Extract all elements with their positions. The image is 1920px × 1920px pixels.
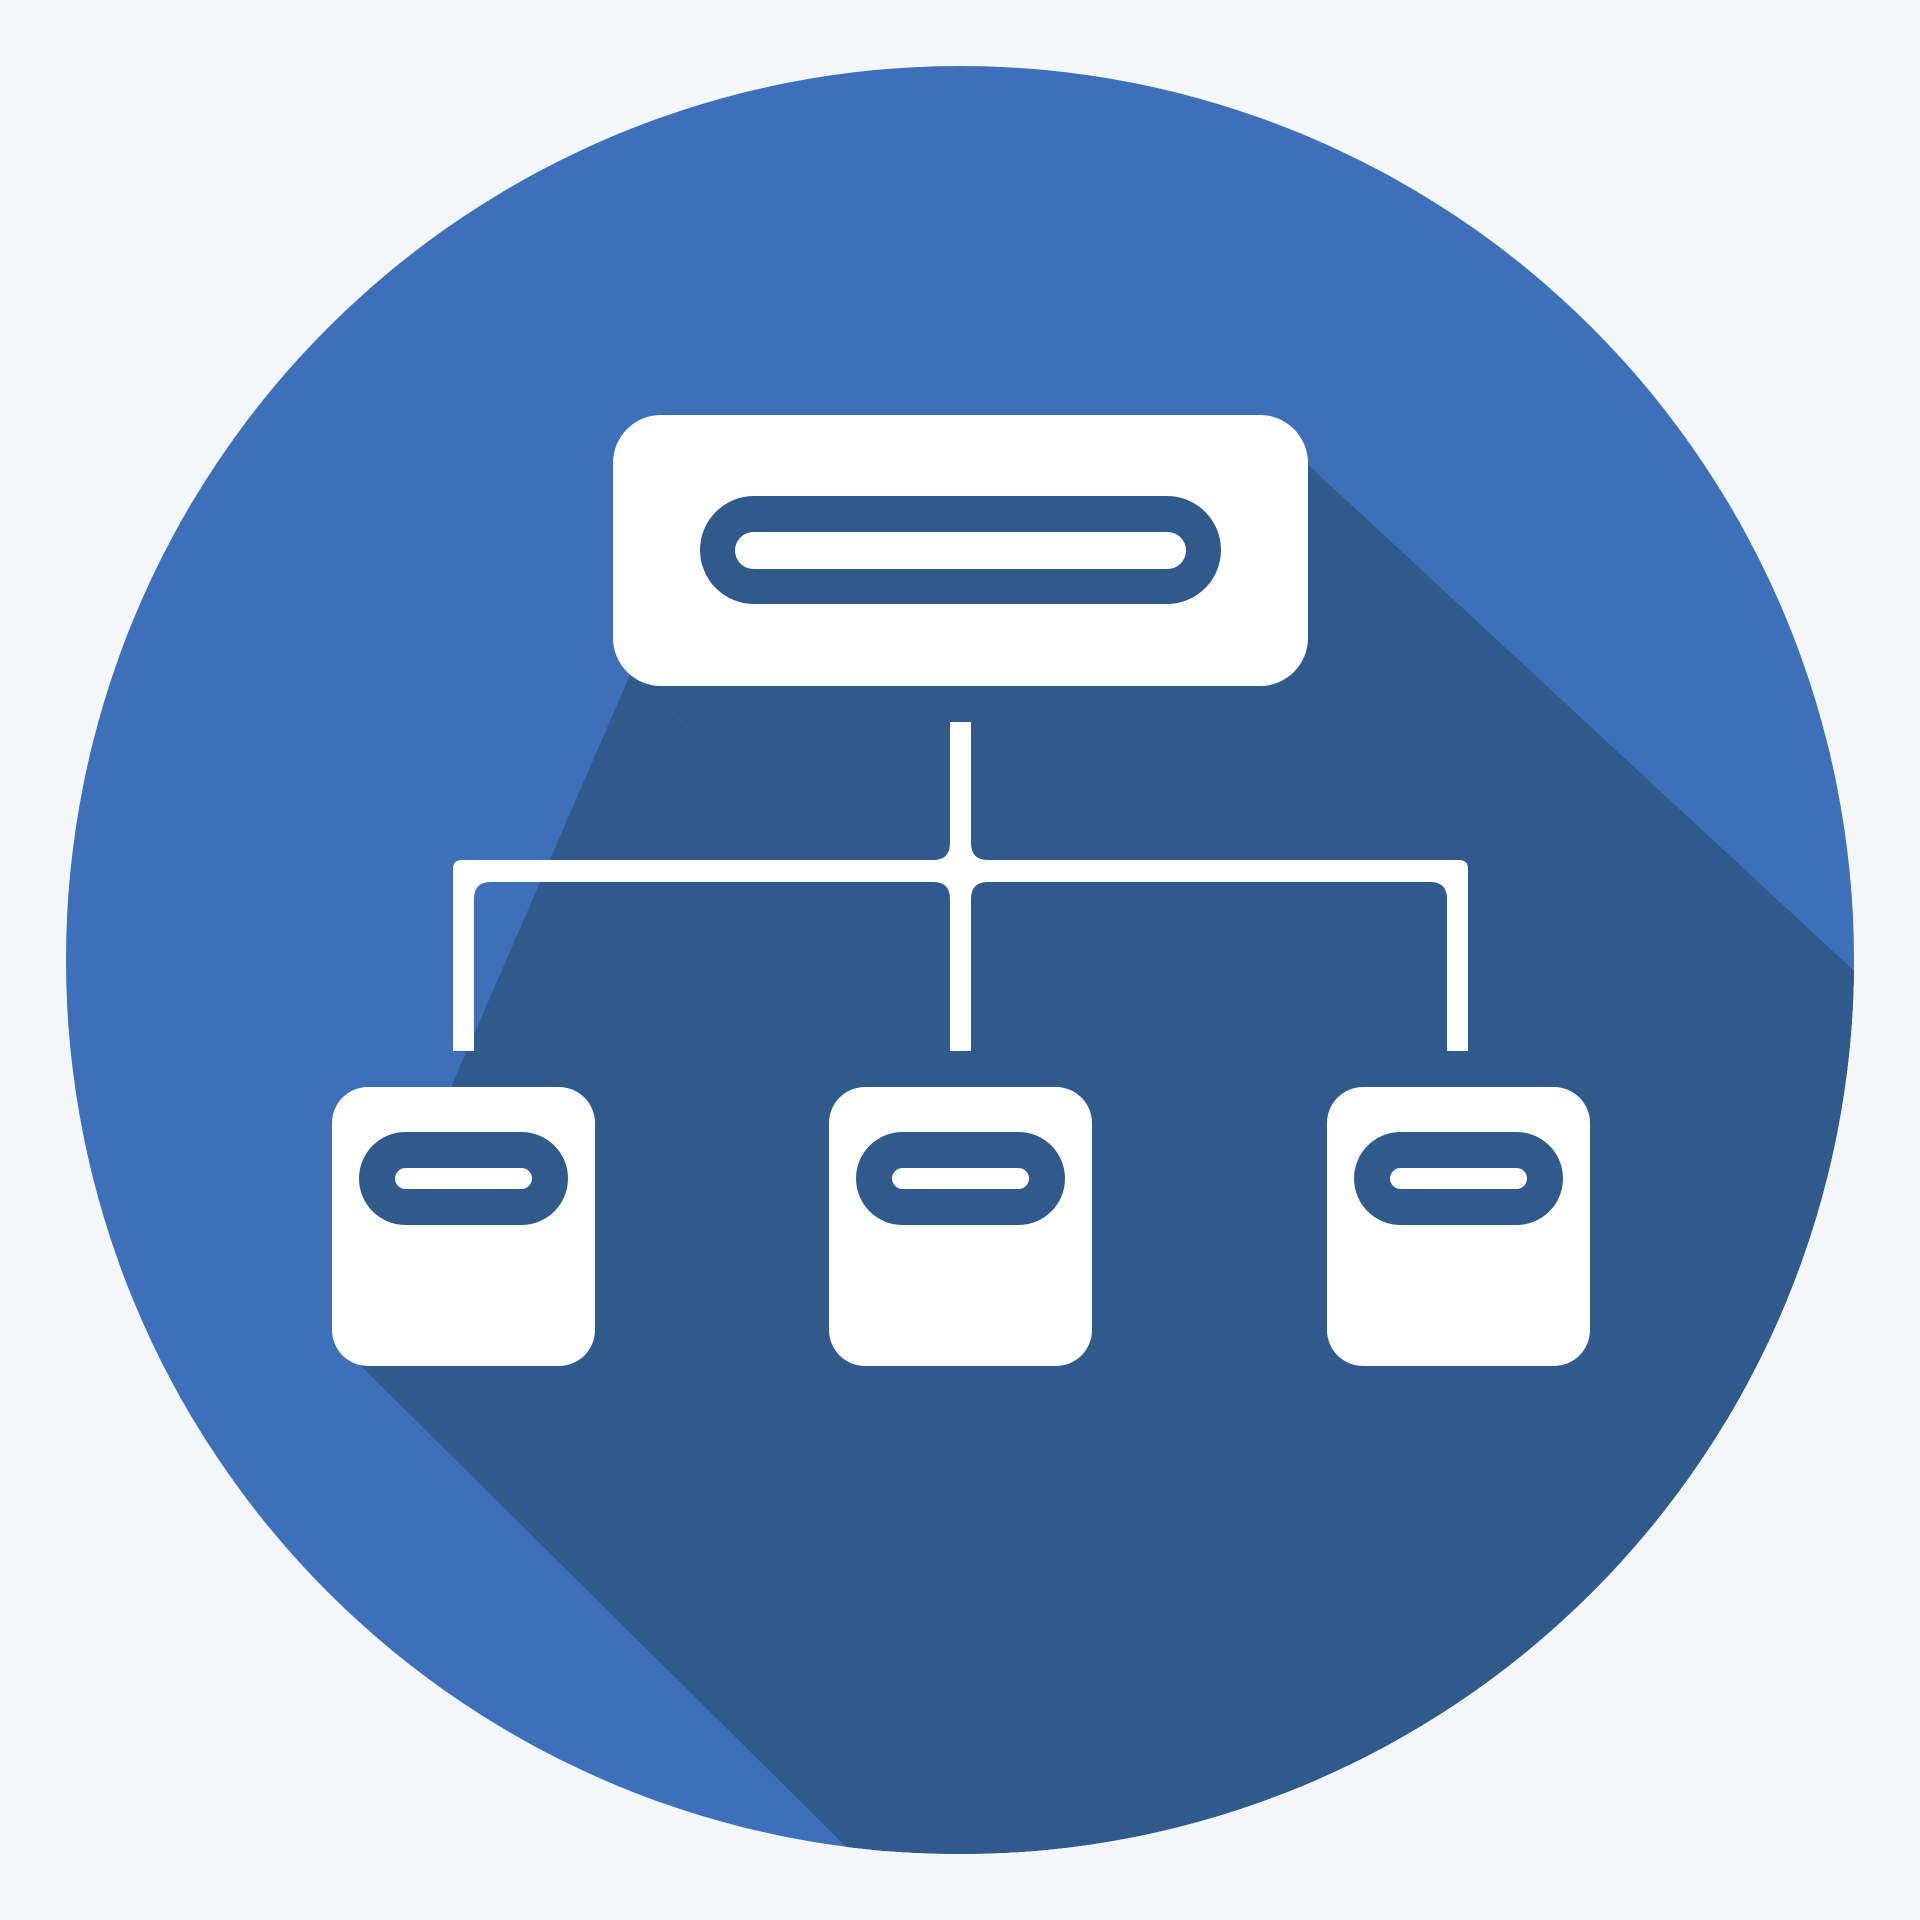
child-node-right-label-bar [1390,1168,1527,1189]
connector-lines [453,722,1468,1051]
root-node [613,415,1308,686]
child-node-left-label-bar [395,1168,532,1189]
child-node-left [332,1087,595,1366]
connector-root-stem [950,722,971,842]
child-node-right-box [1327,1087,1590,1366]
child-node-center [829,1087,1092,1366]
child-node-left-box [332,1087,595,1366]
long-shadow-body [360,463,1854,1854]
child-node-center-box [829,1087,1092,1366]
child-node-center-label-bar [892,1168,1029,1189]
root-node-label-bar [735,532,1186,569]
child-node-right [1327,1087,1590,1366]
connector-horizontal-bar [453,842,1468,1051]
